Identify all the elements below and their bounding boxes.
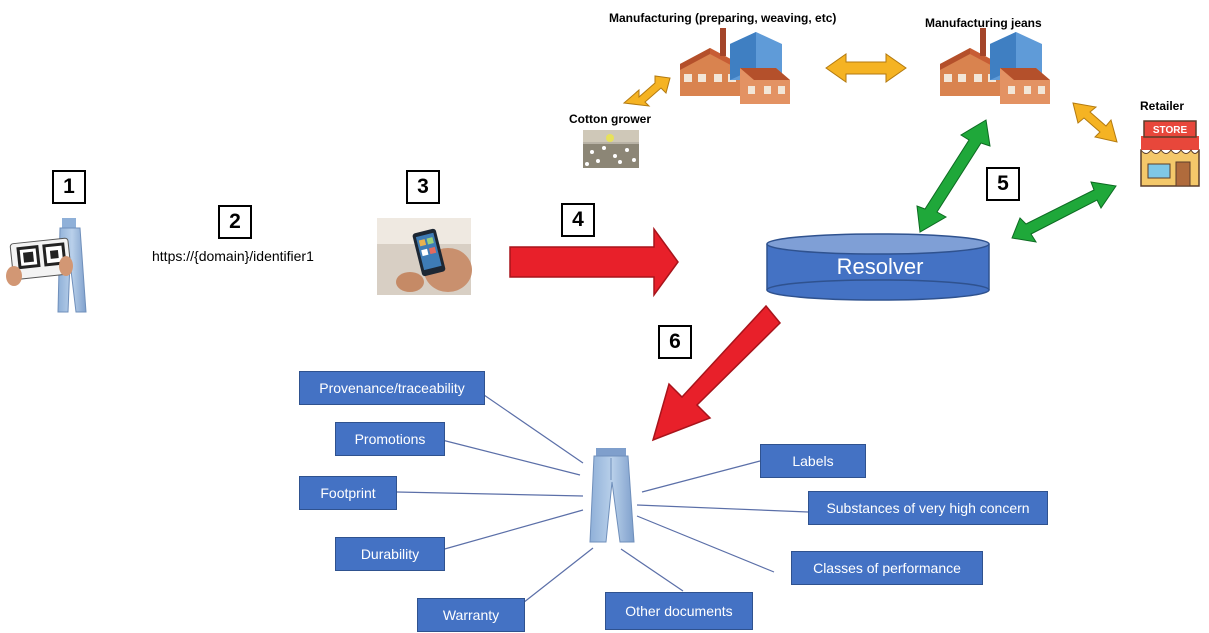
green-arrow-resolver-jeans bbox=[916, 119, 991, 233]
info-box-promotions: Promotions bbox=[335, 422, 445, 456]
info-box-svhc: Substances of very high concern bbox=[808, 491, 1048, 525]
red-arrow-to-jeans bbox=[651, 304, 782, 442]
info-box-warranty: Warranty bbox=[417, 598, 525, 632]
red-arrow-to-resolver bbox=[509, 226, 679, 298]
step-3-badge: 3 bbox=[406, 170, 440, 204]
step-5-badge: 5 bbox=[986, 167, 1020, 201]
orange-arrow-jeans-retailer bbox=[1072, 102, 1118, 143]
manufacturing-jeans-label: Manufacturing jeans bbox=[925, 16, 1042, 30]
step-6-badge: 6 bbox=[658, 325, 692, 359]
step-4-badge: 4 bbox=[561, 203, 595, 237]
info-box-provenance: Provenance/traceability bbox=[299, 371, 485, 405]
identifier-url: https://{domain}/identifier1 bbox=[152, 248, 314, 264]
info-box-performance: Classes of performance bbox=[791, 551, 983, 585]
factory-preparing-icon bbox=[680, 28, 790, 104]
center-jeans-image bbox=[589, 448, 635, 543]
step-1-badge: 1 bbox=[52, 170, 86, 204]
retailer-label: Retailer bbox=[1140, 99, 1185, 113]
store-icon bbox=[1140, 136, 1200, 187]
step-2-badge: 2 bbox=[218, 205, 252, 239]
resolver-database bbox=[766, 233, 990, 301]
phone-scan-image bbox=[377, 218, 472, 295]
svg-text:STORE: STORE bbox=[1153, 125, 1188, 136]
info-box-labels: Labels bbox=[760, 444, 866, 478]
jeans-qr-image bbox=[6, 218, 87, 313]
resolver-label: Resolver bbox=[836, 254, 924, 279]
cotton-grower-label: Cotton grower bbox=[569, 112, 651, 126]
info-box-durability: Durability bbox=[335, 537, 445, 571]
store-sign: STORE bbox=[1143, 120, 1197, 138]
orange-arrow-prep-jeans bbox=[825, 53, 907, 83]
info-box-other-documents: Other documents bbox=[605, 592, 753, 630]
green-arrow-resolver-retailer bbox=[1011, 181, 1117, 243]
cotton-field-image bbox=[583, 130, 639, 168]
manufacturing-prep-label: Manufacturing (preparing, weaving, etc) bbox=[609, 11, 837, 25]
info-box-footprint: Footprint bbox=[299, 476, 397, 510]
orange-arrow-cotton-prep bbox=[622, 75, 671, 107]
factory-jeans-icon bbox=[940, 28, 1050, 104]
connector-lines bbox=[396, 394, 809, 611]
